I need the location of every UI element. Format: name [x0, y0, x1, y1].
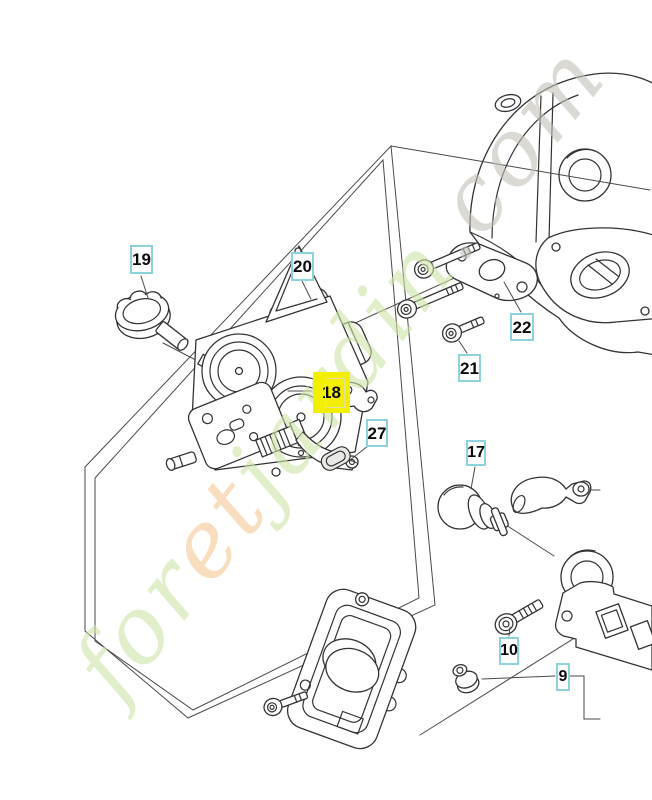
part-label-22[interactable]: 22 — [510, 313, 534, 341]
part-label-10[interactable]: 10 — [499, 637, 519, 665]
fuel-nipple — [165, 451, 197, 471]
part-label-21[interactable]: 21 — [458, 354, 481, 382]
long-bolt — [413, 242, 481, 279]
carburetor-18 — [165, 245, 378, 477]
part-label-19[interactable]: 19 — [130, 245, 153, 274]
flange-gasket-22 — [445, 242, 538, 302]
part-label-27[interactable]: 27 — [366, 419, 388, 447]
axis-to-cylinder — [390, 145, 651, 191]
short-bolt-21 — [441, 316, 485, 343]
part-label-18-highlighted[interactable]: 18 — [313, 372, 350, 413]
screw-10 — [494, 599, 544, 635]
plate-bolt — [263, 691, 309, 717]
label-18-number: 18 — [322, 383, 341, 402]
air-filter-base — [286, 588, 417, 750]
primer-bulb-17 — [437, 484, 555, 557]
leader-lines — [140, 275, 601, 720]
cylinder-assembly — [469, 72, 652, 356]
part-label-17[interactable]: 17 — [466, 440, 486, 466]
clip-27 — [320, 446, 358, 471]
choke-knob-19 — [114, 290, 189, 351]
intake-bracket — [554, 549, 652, 671]
part-label-9[interactable]: 9 — [556, 663, 570, 691]
grommet-9 — [452, 663, 480, 694]
breather-hose — [510, 476, 601, 514]
cylinder-top-cap — [494, 93, 522, 113]
part-label-20[interactable]: 20 — [291, 252, 314, 281]
long-bolt — [396, 282, 464, 319]
